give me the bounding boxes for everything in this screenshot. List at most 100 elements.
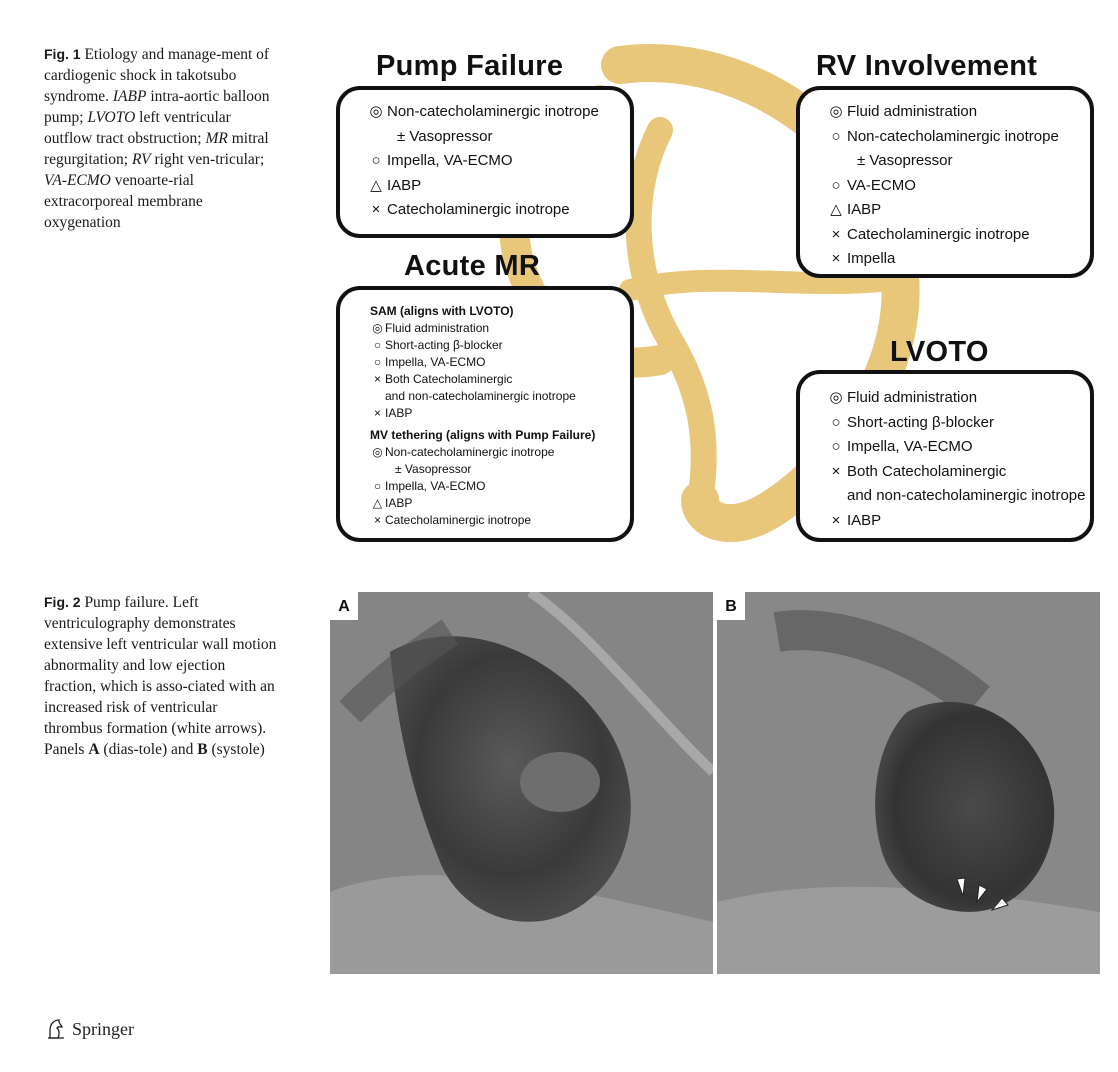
systole-ventriculogram-image: [717, 592, 1100, 974]
option-row: and non-catecholaminergic inotrope: [826, 484, 1090, 509]
option-text: ± Vasopressor: [847, 149, 953, 174]
option-row: ×Impella: [826, 247, 1090, 272]
option-text: Short-acting β-blocker: [847, 411, 994, 436]
option-row: ◎Non-catecholaminergic inotrope: [366, 100, 630, 125]
rv-involvement-rows: ◎Fluid administration○Non-catecholaminer…: [826, 100, 1090, 272]
caption-text: (systole): [208, 741, 265, 758]
option-row: ×Catecholaminergic inotrope: [370, 512, 630, 529]
panel-a-label: A: [330, 592, 358, 620]
caption-abbr: IABP: [113, 88, 147, 105]
option-text: Fluid administration: [847, 386, 977, 411]
fig1-diagram: Pump Failure ◎Non-catecholaminergic inot…: [330, 40, 1105, 550]
option-text: Fluid administration: [847, 100, 977, 125]
option-text: VA-ECMO: [847, 174, 916, 199]
option-row: ○Short-acting β-blocker: [370, 337, 630, 354]
caption-text: (dias-tole) and: [100, 741, 198, 758]
fig2-images: A B: [330, 592, 1100, 974]
fig2-caption: Fig. 2 Pump failure. Left ventriculograp…: [44, 592, 279, 760]
rating-symbol-icon: ×: [370, 512, 385, 529]
rating-symbol-icon: ○: [826, 411, 846, 436]
option-row: ○Impella, VA-ECMO: [826, 435, 1090, 460]
rating-symbol-icon: ×: [826, 247, 846, 272]
publisher-footer: Springer: [46, 1018, 134, 1040]
option-text: Short-acting β-blocker: [385, 337, 503, 354]
rating-symbol-icon: △: [366, 174, 386, 199]
caption-text: Pump failure. Left ventriculography demo…: [44, 594, 276, 758]
option-text: Non-catecholaminergic inotrope: [387, 100, 599, 125]
panel-b-label: B: [717, 592, 745, 620]
fig1-caption-label: Fig. 1: [44, 46, 81, 62]
rv-involvement-title: RV Involvement: [816, 50, 1037, 83]
option-text: and non-catecholaminergic inotrope: [847, 484, 1085, 509]
rating-symbol-icon: ○: [370, 337, 385, 354]
option-row: ± Vasopressor: [826, 149, 1090, 174]
option-text: and non-catecholaminergic inotrope: [385, 388, 576, 405]
rating-symbol-icon: ○: [370, 478, 385, 495]
option-text: Impella, VA-ECMO: [385, 478, 485, 495]
option-text: IABP: [385, 495, 412, 512]
option-row: ×Catecholaminergic inotrope: [366, 198, 630, 223]
publisher-name: Springer: [72, 1019, 134, 1040]
option-row: ◎Non-catecholaminergic inotrope: [370, 444, 630, 461]
rating-symbol-icon: ○: [826, 435, 846, 460]
panel-ref: B: [197, 741, 207, 758]
sam-heading: SAM (aligns with LVOTO): [370, 302, 630, 320]
option-text: Impella, VA-ECMO: [387, 149, 513, 174]
option-row: ○Impella, VA-ECMO: [370, 478, 630, 495]
acute-mr-title: Acute MR: [404, 250, 540, 283]
rating-symbol-icon: ×: [366, 198, 386, 223]
rating-symbol-icon: ○: [826, 125, 846, 150]
option-text: Non-catecholaminergic inotrope: [847, 125, 1059, 150]
option-text: Impella, VA-ECMO: [847, 435, 973, 460]
caption-abbr: MR: [205, 130, 227, 147]
option-row: △IABP: [826, 198, 1090, 223]
diastole-ventriculogram-image: [330, 592, 713, 974]
rating-symbol-icon: ×: [370, 405, 385, 422]
option-row: ± Vasopressor: [366, 125, 630, 150]
option-text: Non-catecholaminergic inotrope: [385, 444, 554, 461]
option-text: Impella: [847, 247, 895, 272]
rating-symbol-icon: ○: [826, 174, 846, 199]
option-text: Impella, VA-ECMO: [385, 354, 485, 371]
mv-tethering-heading: MV tethering (aligns with Pump Failure): [370, 426, 630, 444]
option-row: ×Both Catecholaminergic: [826, 460, 1090, 485]
option-row: ○Non-catecholaminergic inotrope: [826, 125, 1090, 150]
acute-mr-box: SAM (aligns with LVOTO) ◎Fluid administr…: [336, 286, 634, 542]
caption-text: right ven-tricular;: [151, 151, 265, 168]
option-text: Catecholaminergic inotrope: [387, 198, 570, 223]
option-row: ○Impella, VA-ECMO: [370, 354, 630, 371]
lvoto-box: ◎Fluid administration○Short-acting β-blo…: [796, 370, 1094, 542]
sam-rows: ◎Fluid administration○Short-acting β-blo…: [370, 320, 630, 422]
option-row: ◎Fluid administration: [370, 320, 630, 337]
option-row: ×IABP: [370, 405, 630, 422]
lvoto-title: LVOTO: [890, 336, 989, 369]
rating-symbol-icon: ◎: [826, 100, 846, 125]
option-text: Both Catecholaminergic: [385, 371, 512, 388]
rating-symbol-icon: ◎: [366, 100, 386, 125]
option-text: IABP: [385, 405, 412, 422]
mv-tethering-rows: ◎Non-catecholaminergic inotrope± Vasopre…: [370, 444, 630, 529]
rating-symbol-icon: ○: [366, 149, 386, 174]
option-text: Catecholaminergic inotrope: [385, 512, 531, 529]
option-row: ×Catecholaminergic inotrope: [826, 223, 1090, 248]
fig1-caption: Fig. 1 Etiology and manage-ment of cardi…: [44, 44, 279, 233]
option-row: ◎Fluid administration: [826, 100, 1090, 125]
option-text: ± Vasopressor: [385, 461, 471, 478]
option-text: Fluid administration: [385, 320, 489, 337]
option-row: ○Impella, VA-ECMO: [366, 149, 630, 174]
caption-abbr: VA-ECMO: [44, 172, 111, 189]
option-text: Catecholaminergic inotrope: [847, 223, 1030, 248]
option-text: ± Vasopressor: [387, 125, 493, 150]
option-text: IABP: [847, 198, 881, 223]
rating-symbol-icon: ◎: [370, 320, 385, 337]
rating-symbol-icon: ×: [826, 509, 846, 534]
caption-abbr: RV: [132, 151, 151, 168]
option-text: IABP: [847, 509, 881, 534]
rating-symbol-icon: ◎: [370, 444, 385, 461]
option-row: △IABP: [370, 495, 630, 512]
lvoto-rows: ◎Fluid administration○Short-acting β-blo…: [826, 386, 1090, 533]
ventriculogram-panel-a: A: [330, 592, 713, 974]
rating-symbol-icon: ×: [370, 371, 385, 388]
panel-ref: A: [88, 741, 99, 758]
ventriculogram-panel-b: B: [717, 592, 1100, 974]
